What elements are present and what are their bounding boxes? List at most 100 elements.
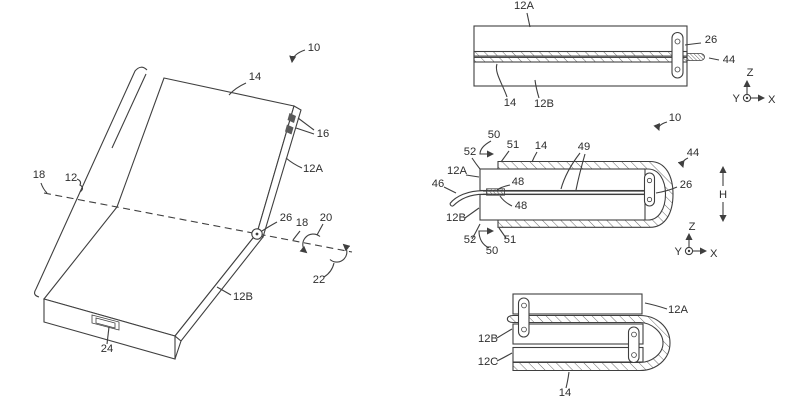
label-height-H: H	[719, 189, 727, 201]
label-12B: 12B	[534, 98, 554, 110]
label-12C: 12C	[478, 356, 499, 368]
leader-arrow-10	[289, 49, 306, 64]
axis-x-label: X	[710, 248, 718, 260]
hinge-pivot-dot	[255, 232, 259, 236]
axis-triad-icon: Z Y X	[733, 67, 776, 106]
leader-26	[655, 186, 678, 194]
leader-12A	[526, 12, 531, 28]
label-12A: 12A	[514, 0, 534, 12]
open-position-ghost-edge	[111, 73, 147, 149]
fig-top-view: 12A 26 44 14 12B Z Y X	[473, 0, 776, 110]
label-44: 44	[723, 54, 735, 66]
label-50-bottom: 50	[486, 245, 498, 257]
leader-49	[560, 152, 581, 190]
leader-20	[316, 223, 324, 236]
label-14: 14	[249, 71, 261, 83]
leader-46	[443, 186, 457, 194]
leader-12-brace	[76, 178, 84, 193]
label-51-bottom: 51	[504, 234, 516, 246]
label-10: 10	[669, 112, 681, 124]
hinge-bracket	[517, 297, 530, 338]
leader-14	[531, 151, 538, 163]
leader-12A	[465, 174, 480, 178]
axis-x-label: X	[768, 94, 776, 106]
bracket-hole-icon	[631, 331, 637, 338]
fig-perspective-view: 10 14 16 12A 12 18 26 18 20 22 12B 24	[33, 42, 353, 360]
label-48-upper: 48	[512, 176, 524, 188]
flex-cable	[449, 190, 484, 204]
fig-side-view: 10 52 50 51 14 49 12A 46 48 48 12B 52 50…	[432, 112, 727, 260]
leader-14	[228, 82, 247, 96]
section-arrow-50-bottom	[478, 227, 495, 249]
leader-24	[106, 326, 110, 345]
leader-52-bottom	[471, 223, 481, 240]
label-18-right: 18	[296, 217, 308, 229]
label-10: 10	[308, 42, 320, 54]
leader-arrow-44	[677, 157, 689, 169]
housing-segment-12A	[512, 293, 643, 315]
leader-48-lower	[499, 195, 513, 207]
bracket-hole-icon	[646, 196, 653, 203]
leader-49	[575, 153, 586, 191]
label-14: 14	[559, 387, 571, 399]
hinge-bracket	[671, 31, 684, 79]
label-12B: 12B	[233, 291, 253, 303]
label-50-top: 50	[488, 129, 500, 141]
upper-housing-body	[479, 168, 646, 192]
connector-port-inner	[95, 317, 116, 329]
leader-26	[261, 221, 278, 232]
label-49: 49	[578, 141, 590, 153]
device-display-face	[43, 77, 295, 337]
label-14: 14	[504, 97, 516, 109]
leader-51-top	[500, 150, 510, 163]
section-arrow-50-top	[479, 140, 495, 158]
axis-origin-icon	[742, 93, 752, 103]
lower-housing-body	[479, 193, 646, 221]
housing-segment-12B	[512, 323, 644, 345]
label-12A: 12A	[668, 304, 688, 316]
bracket-hole-icon	[631, 352, 637, 358]
leader-12A	[285, 157, 303, 169]
leader-26	[684, 42, 702, 46]
label-51-top: 51	[507, 139, 519, 151]
label-12B: 12B	[478, 333, 498, 345]
leader-12B	[216, 286, 232, 296]
label-12B: 12B	[446, 212, 466, 224]
leader-arrow-10	[653, 121, 668, 131]
leader-12B	[496, 328, 513, 339]
label-12A: 12A	[447, 165, 467, 177]
bracket-hole-icon	[646, 177, 653, 184]
leader-12B	[464, 207, 480, 219]
axis-y-label: Y	[675, 246, 683, 258]
axis-origin-dot	[687, 249, 691, 253]
hinge-bracket	[643, 172, 656, 207]
bracket-hole-icon	[521, 302, 527, 309]
label-24: 24	[101, 343, 113, 355]
label-26: 26	[680, 179, 692, 191]
axis-origin-icon	[684, 246, 694, 256]
label-12A: 12A	[303, 163, 323, 175]
label-18-left: 18	[33, 169, 45, 181]
leader-12A	[644, 302, 668, 310]
axis-origin-dot	[745, 96, 749, 100]
leader-16	[297, 117, 315, 131]
label-44: 44	[687, 147, 699, 159]
label-52-top: 52	[464, 146, 476, 158]
leader-16	[295, 127, 315, 135]
label-26: 26	[705, 34, 717, 46]
axis-triad-icon: Z Y X	[675, 221, 718, 260]
fig-folded-view: 12A 12B 12C 14	[478, 293, 688, 399]
leader-52-top	[471, 157, 481, 170]
axis-z-label: Z	[747, 67, 754, 79]
fold-axis-dashed-line	[43, 192, 353, 253]
leader-18-left	[40, 182, 48, 194]
label-46: 46	[432, 178, 444, 190]
leader-48-upper	[496, 184, 511, 191]
side-button-icon	[285, 124, 294, 135]
label-20: 20	[320, 212, 332, 224]
display-strip-upper	[473, 50, 688, 57]
label-12: 12	[65, 172, 77, 184]
leader-18-right	[292, 230, 301, 241]
